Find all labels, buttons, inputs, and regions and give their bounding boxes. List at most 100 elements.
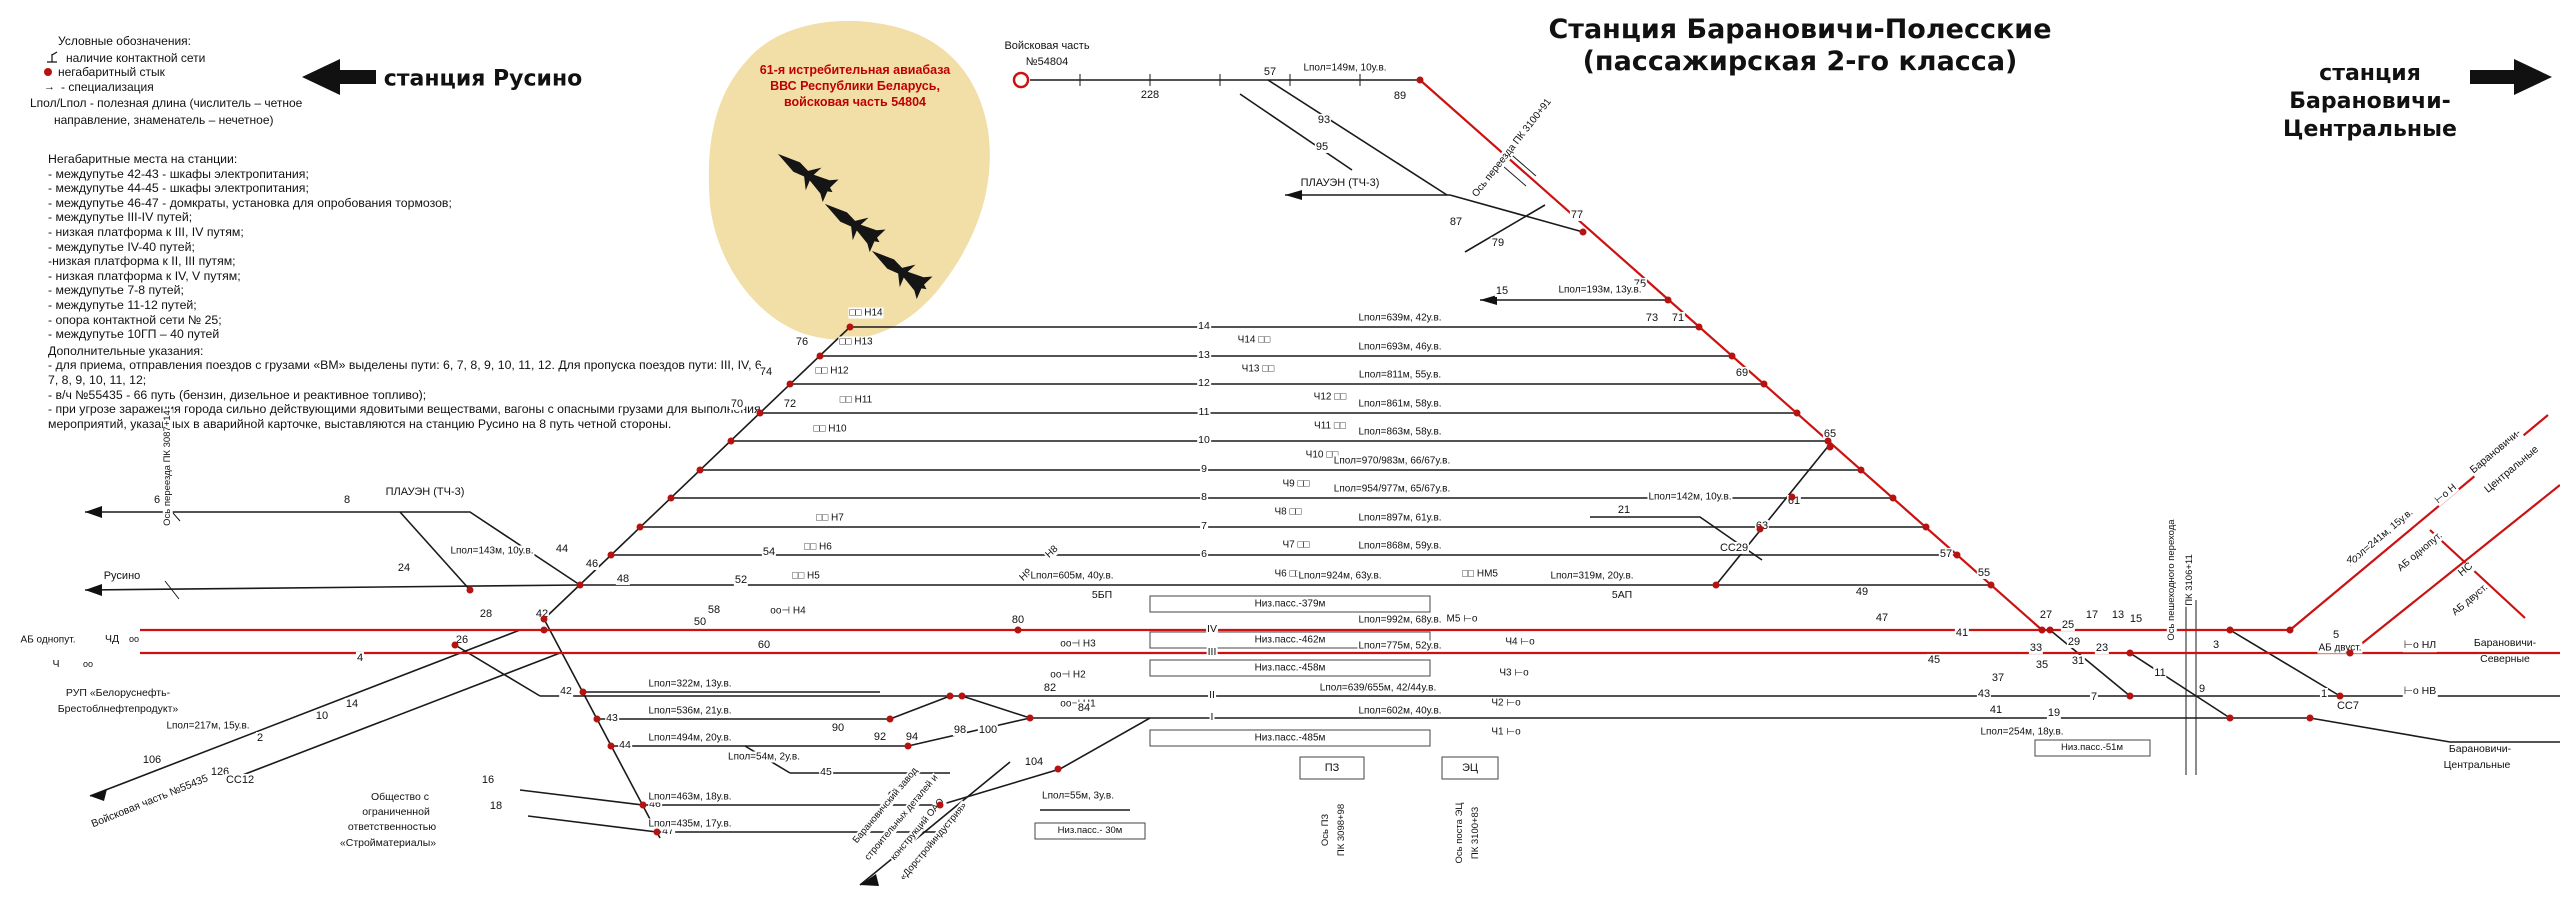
- notes-heading: Дополнительные указания:: [48, 343, 204, 358]
- diagram-label: М5 ⊢о: [1445, 613, 1479, 625]
- oversize-joint-marker: [540, 626, 548, 634]
- oversize-joint-marker: [786, 380, 794, 388]
- jet-icon: [777, 153, 839, 203]
- oversize-joint-marker: [696, 466, 704, 474]
- right-station-arrow-icon: [2470, 59, 2552, 95]
- diagram-label: Lпол=149м, 10у.в.: [1302, 62, 1388, 74]
- diagram-label: 13: [2110, 608, 2126, 622]
- diagram-label: Ч1 ⊢о: [1490, 726, 1522, 738]
- diagram-label: 73: [1644, 311, 1660, 325]
- diagram-label: 93: [1316, 113, 1332, 127]
- airbase-territory: [708, 20, 990, 340]
- diagram-label: 45: [1926, 653, 1942, 667]
- diagram-label: ЭЦ: [1460, 761, 1480, 775]
- oversize-joint-marker: [936, 801, 944, 809]
- diagram-label: Брестоблнефтепродукт»: [56, 703, 180, 716]
- diagram-label: Lпол=602м, 40у.в.: [1357, 705, 1443, 717]
- notes-group-1: - междупутье 42-43 - шкафы электропитани…: [48, 167, 768, 342]
- diagram-label: Lпол=863м, 58у.в.: [1357, 426, 1443, 438]
- diagram-label: Lпол=897м, 61у.в.: [1357, 512, 1443, 524]
- diagram-label: 69: [1734, 366, 1750, 380]
- diagram-label: Ч8 □□: [1273, 506, 1303, 518]
- legend-item: негабаритный стык: [58, 65, 165, 79]
- diagram-label: Lпол=494м, 20у.в.: [647, 732, 733, 744]
- diagram-label: Lпол=193м, 13у.в.: [1557, 284, 1643, 296]
- diagram-label: ⊢о НЛ: [2402, 639, 2438, 652]
- diagram-label: Lпол=254м, 18у.в.: [1979, 726, 2065, 738]
- diagram-label: 46: [584, 557, 600, 571]
- diagram-label: 6: [1200, 548, 1208, 561]
- diagram-label: 11: [1197, 406, 1211, 419]
- diagram-label: 87: [1448, 215, 1464, 229]
- diagram-label: 11: [2153, 666, 2167, 680]
- diagram-label: □□ НМ5: [1461, 568, 1499, 580]
- diagram-label: 18: [488, 799, 504, 813]
- oversize-joint-marker: [1953, 551, 1961, 559]
- diagram-label: 13: [1197, 349, 1211, 362]
- diagram-label: 98: [952, 723, 968, 737]
- diagram-label: 4: [355, 651, 365, 665]
- diagram-label: 48: [615, 572, 631, 586]
- diagram-label: ответственностью: [346, 821, 438, 834]
- diagram-label: Lпол=868м, 59у.в.: [1357, 540, 1443, 552]
- diagram-label: АБ двуст.: [2317, 642, 2363, 654]
- oversize-joint-marker: [653, 828, 661, 836]
- diagram-label: Ч: [51, 658, 61, 671]
- diagram-label: «Стройматериалы»: [338, 837, 438, 850]
- diagram-label: оо: [127, 634, 141, 645]
- diagram-label: 9: [1200, 463, 1208, 476]
- oversize-joint-marker: [946, 692, 954, 700]
- left-station-label: станция Русино: [383, 66, 583, 92]
- diagram-label: 228: [1139, 88, 1161, 102]
- diagram-label: 28: [478, 607, 494, 621]
- diagram-label: 43: [1976, 687, 1992, 701]
- note-line: мероприятий, указанных в аварийной карто…: [48, 416, 672, 431]
- diagram-label: 45: [819, 766, 833, 779]
- oversize-joint-marker: [1664, 296, 1672, 304]
- diagram-label: 23: [2094, 641, 2110, 655]
- diagram-label: Lпол=693м, 46у.в.: [1357, 341, 1443, 353]
- diagram-label: 15: [2128, 612, 2144, 626]
- oversize-joint-marker: [1788, 493, 1796, 501]
- title-line2: (пассажирская 2-го класса): [1582, 46, 2018, 77]
- airbase-line2: ВВС Республики Беларусь,: [770, 79, 940, 93]
- diagram-label: Lпол=639/655м, 42/44у.в.: [1318, 682, 1438, 694]
- oversize-joint-marker: [576, 581, 584, 589]
- diagram-label: 8: [342, 493, 352, 507]
- contact-wire-icon: [47, 51, 58, 63]
- airbase-area: [708, 20, 990, 340]
- diagram-label: 43: [605, 712, 619, 725]
- oversize-joint-marker: [451, 641, 459, 649]
- diagram-label: 42: [559, 685, 573, 698]
- oversize-joint-marker: [466, 586, 474, 594]
- diagram-label: 79: [1490, 236, 1506, 250]
- note-line: 7, 8, 9, 10, 11, 12;: [48, 372, 147, 387]
- crossing-axis-label: Ось переезда ПК 3087+14: [161, 409, 174, 527]
- oversize-joint-marker: [886, 715, 894, 723]
- diagram-label: 47: [1874, 611, 1890, 625]
- diagram-label: 65: [1822, 427, 1838, 441]
- platform-label: Низ.пасс.-379м: [1253, 598, 1327, 610]
- title-line1: Станция Барановичи-Полесские: [1548, 14, 2052, 45]
- diagram-label: АБ однопут.: [19, 634, 77, 646]
- diagram-label: 2: [255, 731, 265, 745]
- diagram-label: 3: [2211, 638, 2221, 652]
- diagram-label: Ч13 □□: [1240, 363, 1276, 375]
- pedestrian-axis-label: ПК 3106+11: [2183, 553, 2196, 607]
- diagram-label: СС12: [224, 773, 256, 787]
- oversize-joint-icon: [44, 68, 52, 77]
- diagram-label: Lпол=970/983м, 66/67у.в.: [1332, 455, 1452, 467]
- diagram-label: 31: [2070, 654, 2086, 668]
- diagram-label: Барановичи-: [2472, 637, 2538, 650]
- diagram-label: Lпол=811м, 55у.в.: [1357, 369, 1443, 381]
- notes-heading: Негабаритные места на станции:: [48, 152, 238, 166]
- diagram-label: 40: [2345, 554, 2359, 566]
- diagram-label: 41: [1954, 626, 1970, 640]
- diagram-label: Lпол=54м, 2у.в.: [727, 751, 801, 763]
- diagram-label: 60: [756, 638, 772, 652]
- platform-label: Низ.пасс.-462м: [1253, 634, 1327, 646]
- left-station-arrow-icon: [302, 59, 376, 95]
- oversize-joint-marker: [607, 551, 615, 559]
- diagram-label: 14: [1197, 320, 1211, 333]
